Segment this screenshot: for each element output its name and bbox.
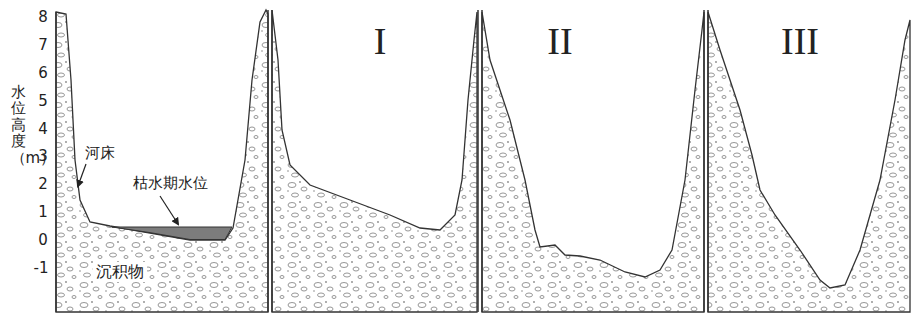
axis-tick: 8 (38, 9, 48, 26)
leader-line (78, 164, 86, 186)
part-label: 沉积物 (93, 262, 147, 282)
low-water (112, 227, 232, 240)
axis-title: 水位高度（m） (11, 84, 26, 167)
panel-numeral: I (374, 21, 387, 63)
panel-divider (55, 12, 57, 312)
panel-divider (477, 10, 479, 312)
panel-numeral: III (781, 21, 819, 63)
panel-divider (267, 10, 269, 312)
axis-tick: 1 (38, 204, 48, 221)
axis-tick: 4 (38, 121, 48, 138)
sediment-fill (56, 10, 268, 312)
leader-line (160, 196, 178, 224)
axis-tick: 7 (38, 37, 48, 54)
axis-tick: -1 (34, 260, 49, 277)
panel-divider (707, 10, 709, 312)
panel-divider (271, 10, 273, 312)
sediment-fill (708, 12, 910, 312)
part-label: 枯水期水位 (133, 175, 208, 192)
axis-tick: 3 (38, 148, 48, 165)
sediment-fill (482, 12, 704, 312)
axis-tick: 6 (38, 65, 48, 82)
panel-numeral: II (547, 21, 572, 63)
axis-tick: 0 (38, 232, 48, 249)
axis-tick: 5 (38, 93, 48, 110)
sediment-fill (272, 10, 477, 312)
axis-tick: 2 (38, 176, 48, 193)
panel-divider (481, 10, 483, 312)
part-label: 河床 (85, 145, 115, 162)
panel-divider (703, 10, 705, 312)
